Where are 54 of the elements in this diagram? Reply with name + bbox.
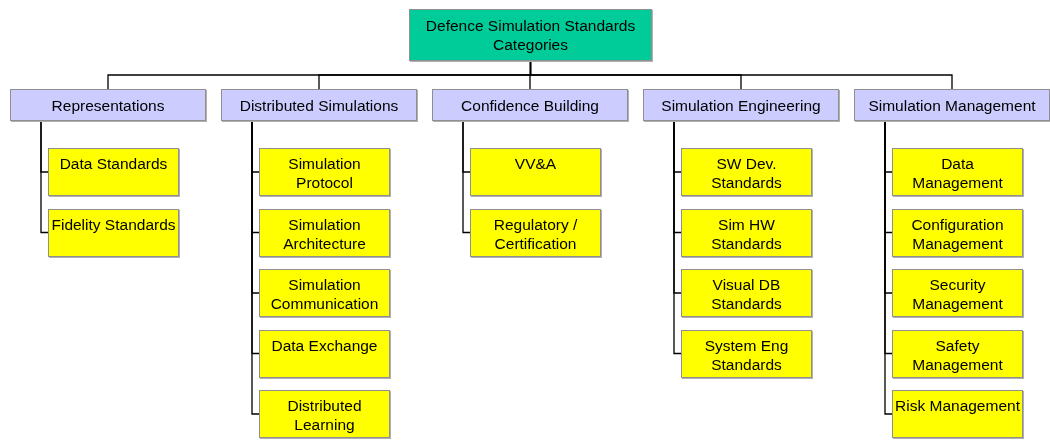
- box-label: Security Management: [911, 275, 1004, 313]
- box-label: Simulation Protocol: [287, 154, 362, 192]
- standard-box: [892, 269, 1023, 317]
- standard-box: [259, 269, 390, 317]
- standard-box: [48, 208, 179, 257]
- category-box: [221, 89, 417, 121]
- standard-box: [259, 148, 390, 196]
- box-label: Sim HW Standards: [710, 214, 783, 253]
- box-label: Distributed Simulations: [239, 95, 399, 115]
- box-label: Simulation Architecture: [282, 214, 367, 253]
- box-label: Regulatory / Certification: [492, 214, 579, 253]
- standard-box: [259, 329, 390, 378]
- connector-line: [462, 120, 471, 234]
- box-label: Data Management: [911, 154, 1004, 192]
- standard-box: [681, 329, 812, 378]
- box-label: Visual DB Standards: [710, 275, 783, 313]
- connector-line: [529, 60, 953, 90]
- box-label: Configuration Management: [910, 214, 1005, 253]
- box-label: Risk Management: [895, 396, 1020, 415]
- box-label: Simulation Communication: [269, 275, 380, 313]
- standard-box: [892, 148, 1023, 196]
- standard-box: [681, 208, 812, 257]
- box-label: System Eng Standards: [703, 335, 790, 374]
- box-label: Fidelity Standards: [51, 214, 176, 234]
- box-label: Simulation Engineering: [661, 95, 821, 115]
- title-box: [409, 9, 652, 61]
- connector-line: [40, 120, 49, 234]
- category-box: [10, 89, 206, 121]
- box-label: SW Dev. Standards: [710, 154, 783, 192]
- standard-box: [470, 208, 601, 257]
- box-label: Distributed Learning: [286, 396, 363, 434]
- standard-box: [259, 208, 390, 257]
- box-label: Simulation Management: [868, 95, 1036, 115]
- standard-box: [892, 329, 1023, 378]
- standard-box: [470, 148, 601, 196]
- standard-box: [48, 148, 179, 196]
- box-label: Data Exchange: [271, 335, 378, 355]
- standard-box: [892, 390, 1023, 438]
- connector-line: [251, 120, 260, 415]
- box-label: Data Standards: [59, 154, 168, 173]
- box-label: Safety Management: [911, 335, 1004, 374]
- standard-box: [681, 148, 812, 196]
- connector-line: [673, 120, 682, 355]
- standard-box: [681, 269, 812, 317]
- standard-box: [259, 390, 390, 438]
- category-box: [854, 89, 1050, 121]
- box-label: Representations: [51, 95, 165, 115]
- box-label: Confidence Building: [461, 95, 599, 115]
- connector-line: [884, 120, 893, 415]
- box-label: VV&A: [514, 154, 557, 173]
- standard-box: [892, 208, 1023, 257]
- category-box: [643, 89, 839, 121]
- category-box: [432, 89, 628, 121]
- box-label: Defence Simulation Standards Categories: [424, 16, 637, 54]
